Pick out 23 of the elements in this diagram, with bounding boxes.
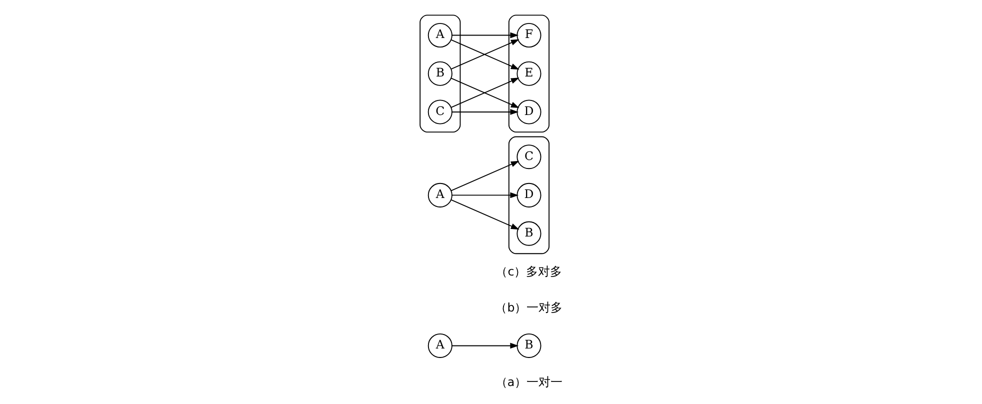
node-circle: F	[516, 22, 541, 48]
node-circle: D	[516, 182, 541, 208]
node-circle: B	[516, 333, 541, 358]
label: （a）一对一	[494, 374, 562, 389]
node-circle: A	[427, 333, 452, 358]
node-circle: C	[427, 100, 452, 124]
arrow	[450, 39, 519, 70]
node-circle: E	[516, 61, 541, 86]
arrow	[451, 32, 518, 38]
cluster	[419, 14, 460, 133]
node-circle: B	[427, 61, 452, 86]
arrow	[451, 192, 518, 198]
node-circle: A	[427, 22, 452, 48]
label: （c）多对多	[495, 264, 562, 278]
arrow	[450, 160, 519, 192]
label: （b）一对多	[494, 300, 562, 314]
arrow	[451, 342, 518, 349]
node-circle: C	[516, 144, 541, 170]
node-circle: D	[516, 100, 541, 124]
node-circle: B	[516, 221, 541, 246]
arrow	[451, 109, 518, 115]
arrow	[450, 199, 519, 230]
node-circle: A	[427, 182, 452, 208]
